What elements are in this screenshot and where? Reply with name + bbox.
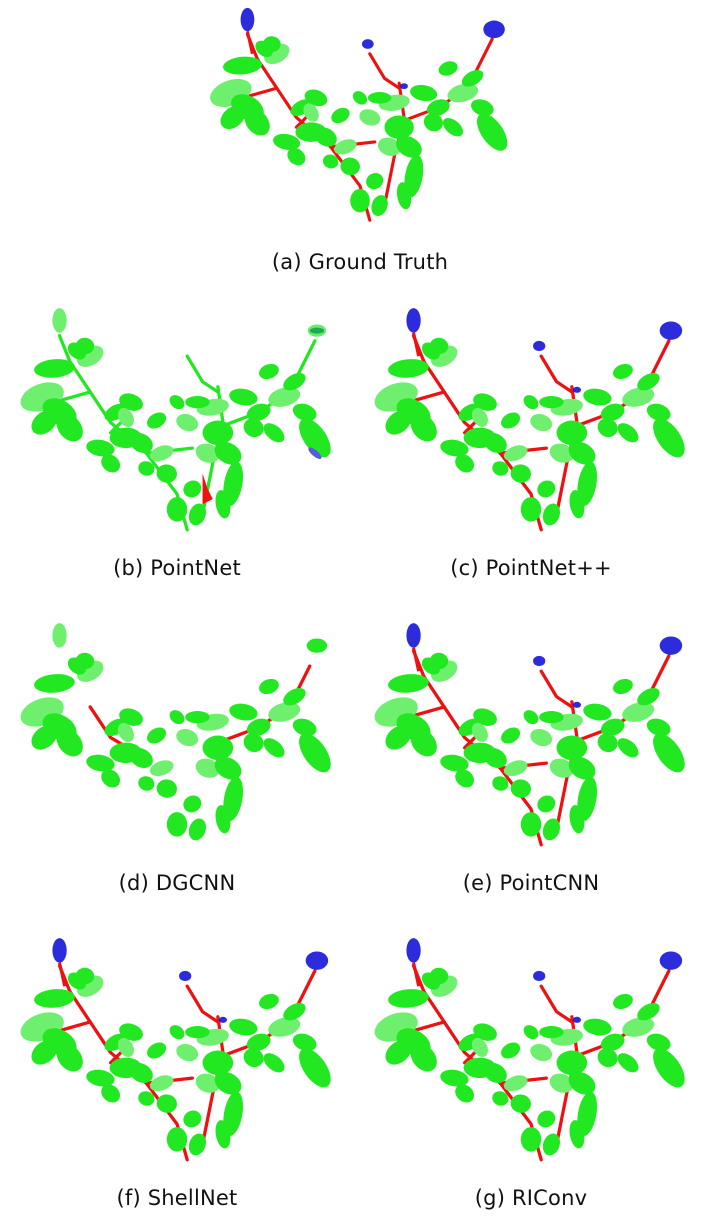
point-cloud-render xyxy=(210,7,508,222)
point-cloud-render xyxy=(374,308,685,532)
caption: (f) ShellNet xyxy=(116,1186,238,1210)
caption: (e) PointCNN xyxy=(462,871,600,895)
panel-shellnet: (f) ShellNet xyxy=(0,930,354,1230)
point-cloud-render xyxy=(20,938,331,1162)
point-cloud-render xyxy=(20,623,331,841)
panel-dgcnn: (d) DGCNN xyxy=(0,615,354,915)
caption: (c) PointNet++ xyxy=(450,556,612,580)
panel-pointnet: (b) PointNet xyxy=(0,300,354,600)
caption: (g) RIConv xyxy=(474,1186,588,1210)
panel-pointnet-plus-plus: (c) PointNet++ xyxy=(354,300,708,600)
caption: (b) PointNet xyxy=(113,556,241,580)
point-cloud-render xyxy=(374,938,685,1162)
caption: (a) Ground Truth xyxy=(271,250,449,274)
panel-riconv: (g) RIConv xyxy=(354,930,708,1230)
panel-ground-truth: (a) Ground Truth xyxy=(200,0,520,290)
caption: (d) DGCNN xyxy=(118,871,236,895)
point-cloud-render xyxy=(20,308,331,532)
panel-pointcnn: (e) PointCNN xyxy=(354,615,708,915)
point-cloud-render xyxy=(374,623,685,847)
